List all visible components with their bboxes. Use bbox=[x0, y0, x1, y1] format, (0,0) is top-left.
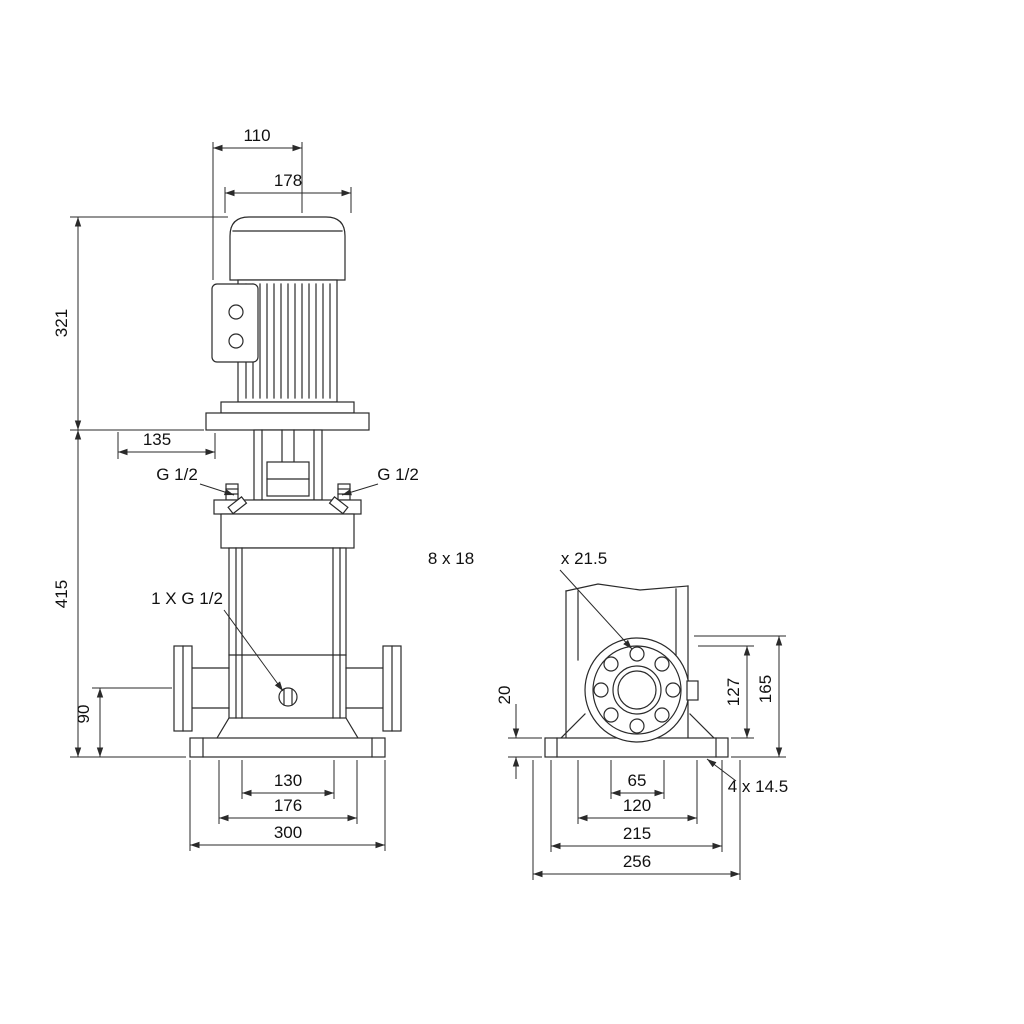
side-base bbox=[544, 737, 729, 758]
label-g-half-left: G 1/2 bbox=[156, 465, 198, 484]
side-dimensions: 8 x 18 x 21.5 20 127 165 65 120 215 bbox=[428, 549, 788, 880]
dim-165: 165 bbox=[756, 675, 775, 703]
dim-415: 415 bbox=[52, 580, 71, 608]
label-g-half-right: G 1/2 bbox=[377, 465, 419, 484]
dim-176: 176 bbox=[274, 796, 302, 815]
dim-90: 90 bbox=[74, 705, 93, 724]
front-dimensions: 110 178 321 415 135 90 130 176 bbox=[52, 126, 419, 851]
side-view bbox=[544, 583, 729, 758]
pump-head bbox=[213, 483, 362, 549]
label-flange-holes: 8 x 18 bbox=[428, 549, 474, 568]
motor-fins bbox=[245, 283, 331, 399]
dim-256: 256 bbox=[623, 852, 651, 871]
dim-300: 300 bbox=[274, 823, 302, 842]
coupling-section bbox=[253, 429, 323, 501]
dim-127: 127 bbox=[724, 678, 743, 706]
motor-outline bbox=[211, 216, 346, 403]
flange-bolt-holes bbox=[593, 646, 681, 734]
dim-130: 130 bbox=[274, 771, 302, 790]
dim-20: 20 bbox=[495, 686, 514, 705]
drain-plug bbox=[278, 687, 298, 707]
port-flange-face bbox=[584, 637, 699, 743]
dim-321: 321 bbox=[52, 309, 71, 337]
dim-110: 110 bbox=[243, 126, 270, 145]
vent-plug-right bbox=[328, 496, 349, 515]
label-drain: 1 X G 1/2 bbox=[151, 589, 223, 608]
dim-135: 135 bbox=[143, 430, 171, 449]
front-view bbox=[173, 216, 402, 758]
dim-120: 120 bbox=[623, 796, 651, 815]
motor-flange bbox=[205, 401, 370, 431]
gauge-tap bbox=[686, 680, 699, 701]
side-foot bbox=[560, 713, 715, 739]
dim-65: 65 bbox=[628, 771, 647, 790]
label-base-holes: 4 x 14.5 bbox=[728, 777, 789, 796]
side-column bbox=[565, 583, 689, 739]
ports-and-flanges bbox=[173, 645, 402, 732]
label-flange-holes-depth: x 21.5 bbox=[561, 549, 607, 568]
pump-base bbox=[189, 717, 386, 758]
dim-178: 178 bbox=[274, 171, 302, 190]
terminal-box bbox=[211, 283, 259, 363]
dim-215: 215 bbox=[623, 824, 651, 843]
vent-plug-left bbox=[227, 496, 248, 515]
